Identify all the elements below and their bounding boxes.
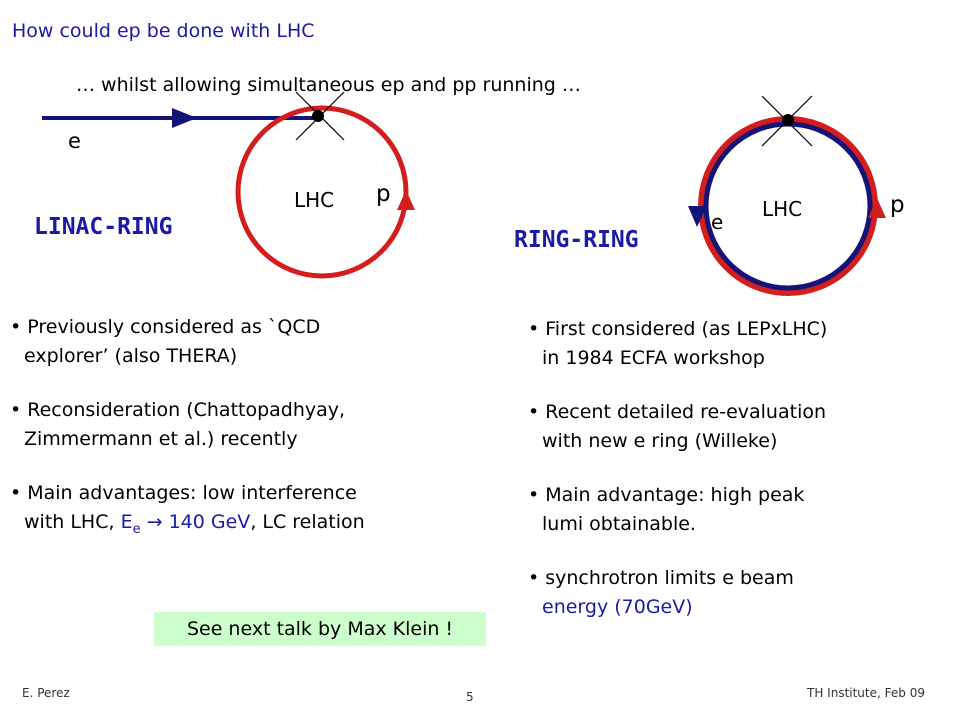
electron-energy-subscript: e	[132, 521, 141, 537]
linac-bullet: • Reconsideration (Chattopadhyay, Zimmer…	[10, 396, 365, 454]
electron-energy-symbol: E	[120, 511, 133, 533]
bullet-line: • synchrotron limits e beam	[528, 567, 794, 589]
ring-ring-diagram: e LHC p	[688, 95, 905, 296]
proton-direction-arrow	[397, 190, 415, 210]
bullet-line: • Main advantages: low interference	[10, 482, 357, 504]
bullet-line: with new e ring (Willeke)	[542, 430, 778, 452]
linac-ring-label: LINAC-RING	[34, 214, 173, 240]
bullet-line: • First considered (as LEPxLHC)	[528, 318, 828, 340]
ring-label-lhc: LHC	[294, 188, 334, 212]
linac-bullet: • Previously considered as `QCD explorer…	[10, 313, 365, 371]
beam-label-e: e	[711, 210, 723, 234]
bullet-line: Zimmermann et al.) recently	[24, 428, 298, 450]
footer-author: E. Perez	[22, 686, 70, 700]
bullet-line: • Main advantage: high peak	[528, 484, 805, 506]
linac-bullet: • Main advantages: low interference with…	[10, 479, 365, 544]
bullet-line: in 1984 ECFA workshop	[542, 347, 765, 369]
beam-label-e: e	[68, 129, 81, 153]
bullet-line: lumi obtainable.	[542, 513, 696, 535]
beam-label-p: p	[890, 192, 905, 218]
next-talk-note: See next talk by Max Klein !	[154, 612, 486, 646]
ring-bullet: • synchrotron limits e beam energy (70Ge…	[528, 564, 827, 622]
ring-bullet: • Recent detailed re-evaluation with new…	[528, 398, 827, 456]
interaction-point	[782, 114, 794, 126]
slide-title: How could ep be done with LHC	[12, 20, 315, 42]
electron-energy-value: → 140 GeV	[140, 511, 251, 533]
ring-bullet: • First considered (as LEPxLHC) in 1984 …	[528, 315, 827, 373]
bullet-line: with LHC, Ee → 140 GeV, LC relation	[10, 508, 365, 544]
electron-direction-arrow	[688, 206, 707, 227]
bullet-text: with LHC,	[24, 511, 121, 533]
footer-venue: TH Institute, Feb 09	[807, 686, 925, 700]
bullet-line: energy (70GeV)	[542, 596, 693, 618]
ring-label-lhc: LHC	[762, 197, 802, 221]
bullet-line: • Reconsideration (Chattopadhyay,	[10, 399, 346, 421]
bullet-line: explorer’ (also THERA)	[24, 345, 238, 367]
footer-page-number: 5	[466, 690, 474, 704]
proton-direction-arrow	[868, 198, 886, 218]
ring-bullet: • Main advantage: high peak lumi obtaina…	[528, 481, 827, 539]
ring-ring-label: RING-RING	[514, 227, 639, 253]
beam-label-p: p	[376, 181, 391, 207]
linac-bullet-list: • Previously considered as `QCD explorer…	[10, 313, 365, 569]
electron-direction-arrow	[172, 108, 197, 128]
interaction-point	[312, 110, 324, 122]
bullet-line: • Recent detailed re-evaluation	[528, 401, 827, 423]
linac-ring-diagram: e LHC p	[42, 91, 415, 279]
slide-subtitle: … whilst allowing simultaneous ep and pp…	[76, 74, 581, 96]
bullet-line: • Previously considered as `QCD	[10, 316, 321, 338]
bullet-text: , LC relation	[250, 511, 365, 533]
ring-bullet-list: • First considered (as LEPxLHC) in 1984 …	[528, 315, 827, 647]
